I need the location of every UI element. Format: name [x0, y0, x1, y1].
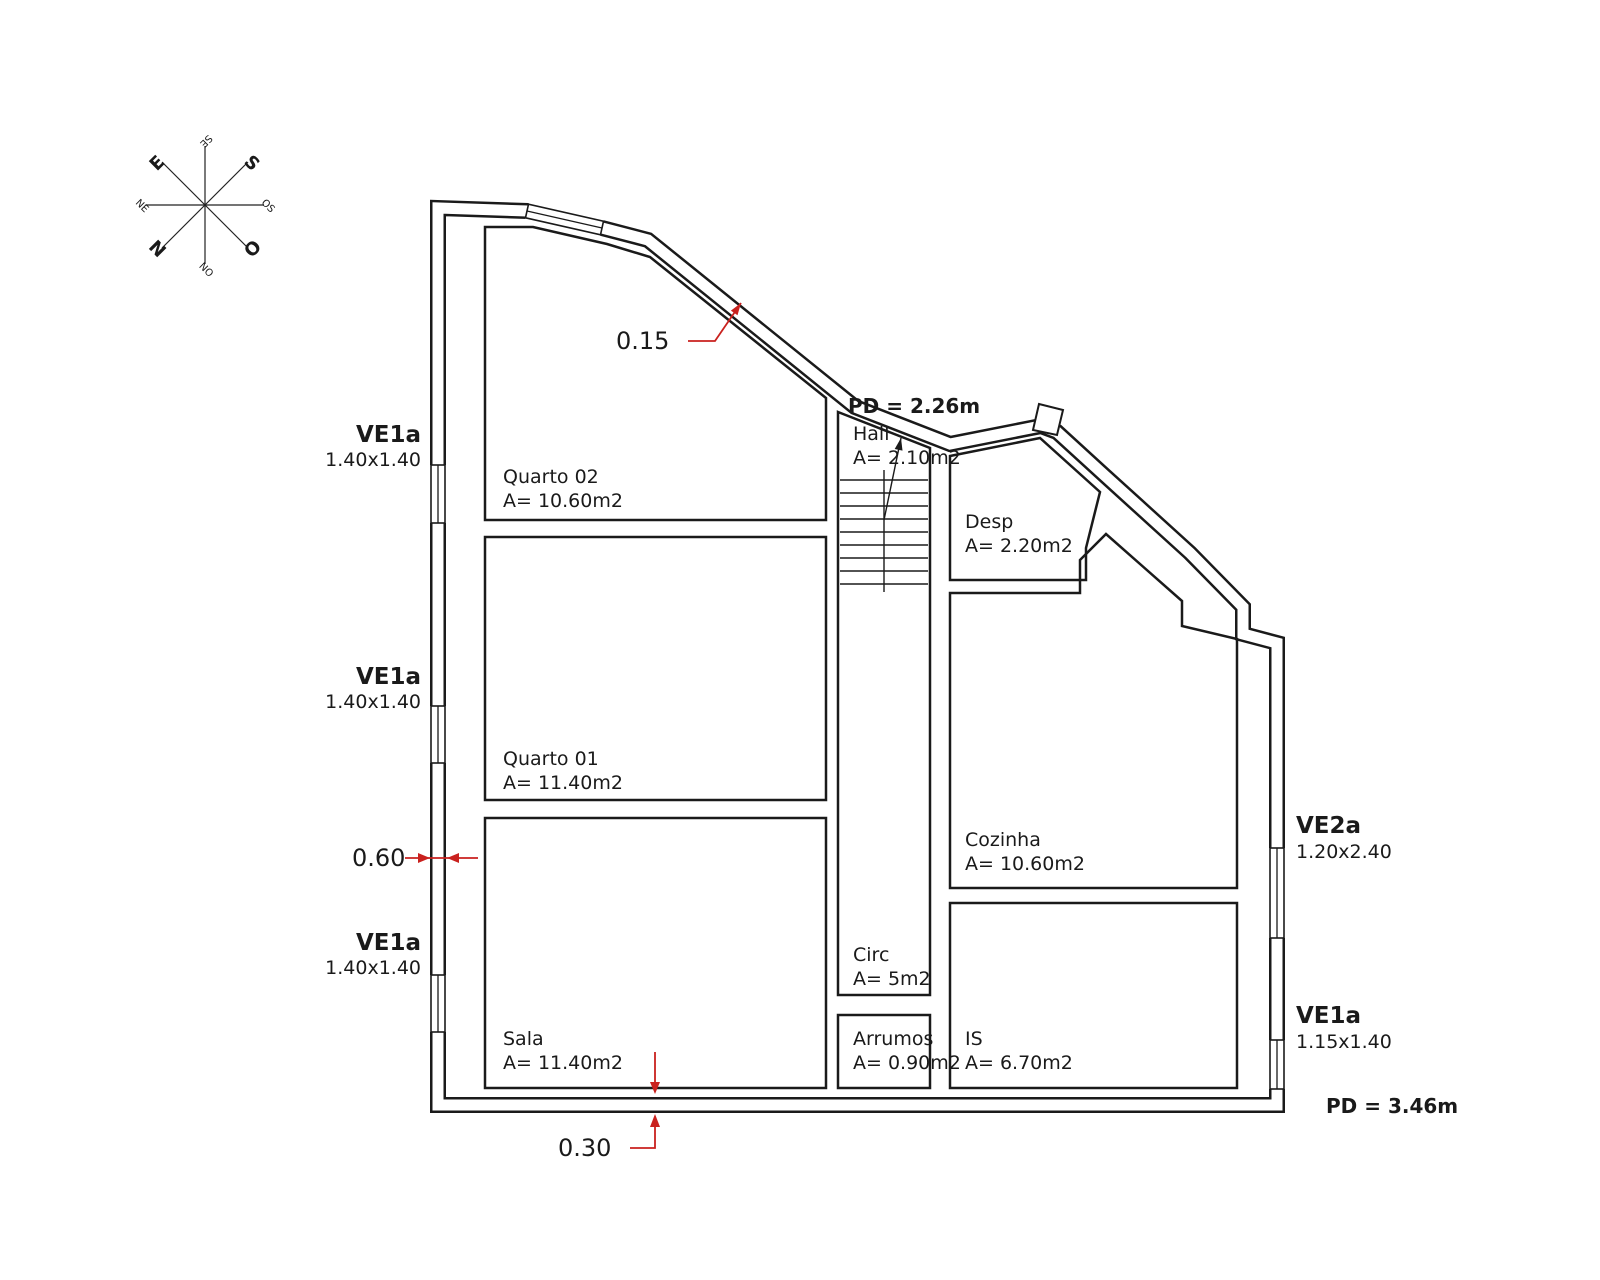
window-centerline [526, 210, 603, 229]
window-size-ve1a-middle: 1.40x1.40 [325, 691, 421, 713]
dimension-0-60-arrowhead-right [447, 853, 459, 863]
ceiling-height-labels: PD = 2.26m PD = 3.46m [848, 394, 1458, 1118]
room-cozinha-outline [948, 532, 1239, 890]
room-label-is: IS [965, 1028, 983, 1050]
room-quarto02-outline [483, 225, 828, 522]
window-code-ve1a-middle: VE1a [356, 664, 421, 690]
dimension-0-30-arrowhead-down [650, 1082, 660, 1094]
compass-label-n: N [146, 235, 172, 261]
room-label-hall: Hall [853, 423, 890, 445]
window-size-ve1a-bottom: 1.40x1.40 [325, 957, 421, 979]
window-code-ve2a-right: VE2a [1296, 813, 1361, 839]
room-area-is: A= 6.70m2 [965, 1052, 1073, 1074]
window-size-ve1a-right: 1.15x1.40 [1296, 1031, 1392, 1053]
room-area-arrumos: A= 0.90m2 [853, 1052, 961, 1074]
window-code-ve1a-top: VE1a [356, 422, 421, 448]
room-area-cozinha: A= 10.60m2 [965, 853, 1085, 875]
compass-label-so: OS [259, 197, 277, 215]
room-label-quarto01: Quarto 01 [503, 748, 599, 770]
wall-notch [1031, 402, 1065, 437]
dimension-annotations: 0.15 0.60 0.30 [352, 302, 742, 1162]
stair-arrowhead [894, 438, 903, 451]
dimension-0-30: 0.30 [558, 1134, 611, 1162]
dimension-0-15-arrowhead [730, 303, 741, 316]
room-label-sala: Sala [503, 1028, 544, 1050]
stair-direction-arrow-line [883, 437, 902, 521]
room-quarto01-outline [483, 535, 828, 802]
dimension-0-30-leader [630, 1122, 656, 1149]
room-area-quarto02: A= 10.60m2 [503, 490, 623, 512]
compass-label-ne: NE [133, 198, 151, 216]
dimension-0-15: 0.15 [616, 327, 669, 355]
room-circ-outline [836, 410, 932, 997]
window-size-ve1a-top: 1.40x1.40 [325, 449, 421, 471]
room-label-desp: Desp [965, 511, 1013, 533]
compass-label-e: E [146, 152, 170, 176]
compass-label-se: SE [197, 132, 214, 149]
room-area-circ: A= 5m2 [853, 968, 931, 990]
windows-graphics [427, 200, 1288, 1090]
dimension-0-15-leader [688, 302, 742, 342]
room-area-sala: A= 11.40m2 [503, 1052, 623, 1074]
dimension-0-30-arrowhead-up [650, 1114, 660, 1127]
window-code-ve1a-bottom: VE1a [356, 930, 421, 956]
compass-label-s: S [240, 151, 264, 175]
ceiling-height-hall: PD = 2.26m [848, 394, 980, 418]
window-size-ve2a-right: 1.20x2.40 [1296, 841, 1392, 863]
compass-label-o: O [239, 235, 265, 261]
room-arrumos-outline [836, 1013, 932, 1090]
ceiling-height-main: PD = 3.46m [1326, 1094, 1458, 1118]
dimension-0-60-arrowhead-left [418, 853, 430, 863]
dimension-0-60: 0.60 [352, 844, 405, 872]
compass-rose: E S O N SE OS NO NE [133, 132, 277, 279]
room-area-desp: A= 2.20m2 [965, 535, 1073, 557]
room-label-quarto02: Quarto 02 [503, 466, 599, 488]
room-label-arrumos: Arrumos [853, 1028, 933, 1050]
room-is-outline [948, 901, 1239, 1090]
room-area-hall: A= 2.10m2 [853, 447, 961, 469]
compass-label-no: NO [196, 261, 215, 280]
room-labels: Quarto 02 A= 10.60m2 Quarto 01 A= 11.40m… [503, 423, 1085, 1074]
window-labels: VE1a 1.40x1.40 VE1a 1.40x1.40 VE1a 1.40x… [325, 422, 1392, 1053]
stairs [840, 437, 928, 592]
room-area-quarto01: A= 11.40m2 [503, 772, 623, 794]
window-code-ve1a-right: VE1a [1296, 1003, 1361, 1029]
room-label-cozinha: Cozinha [965, 829, 1041, 851]
room-desp-outline [948, 436, 1102, 582]
room-label-circ: Circ [853, 944, 889, 966]
